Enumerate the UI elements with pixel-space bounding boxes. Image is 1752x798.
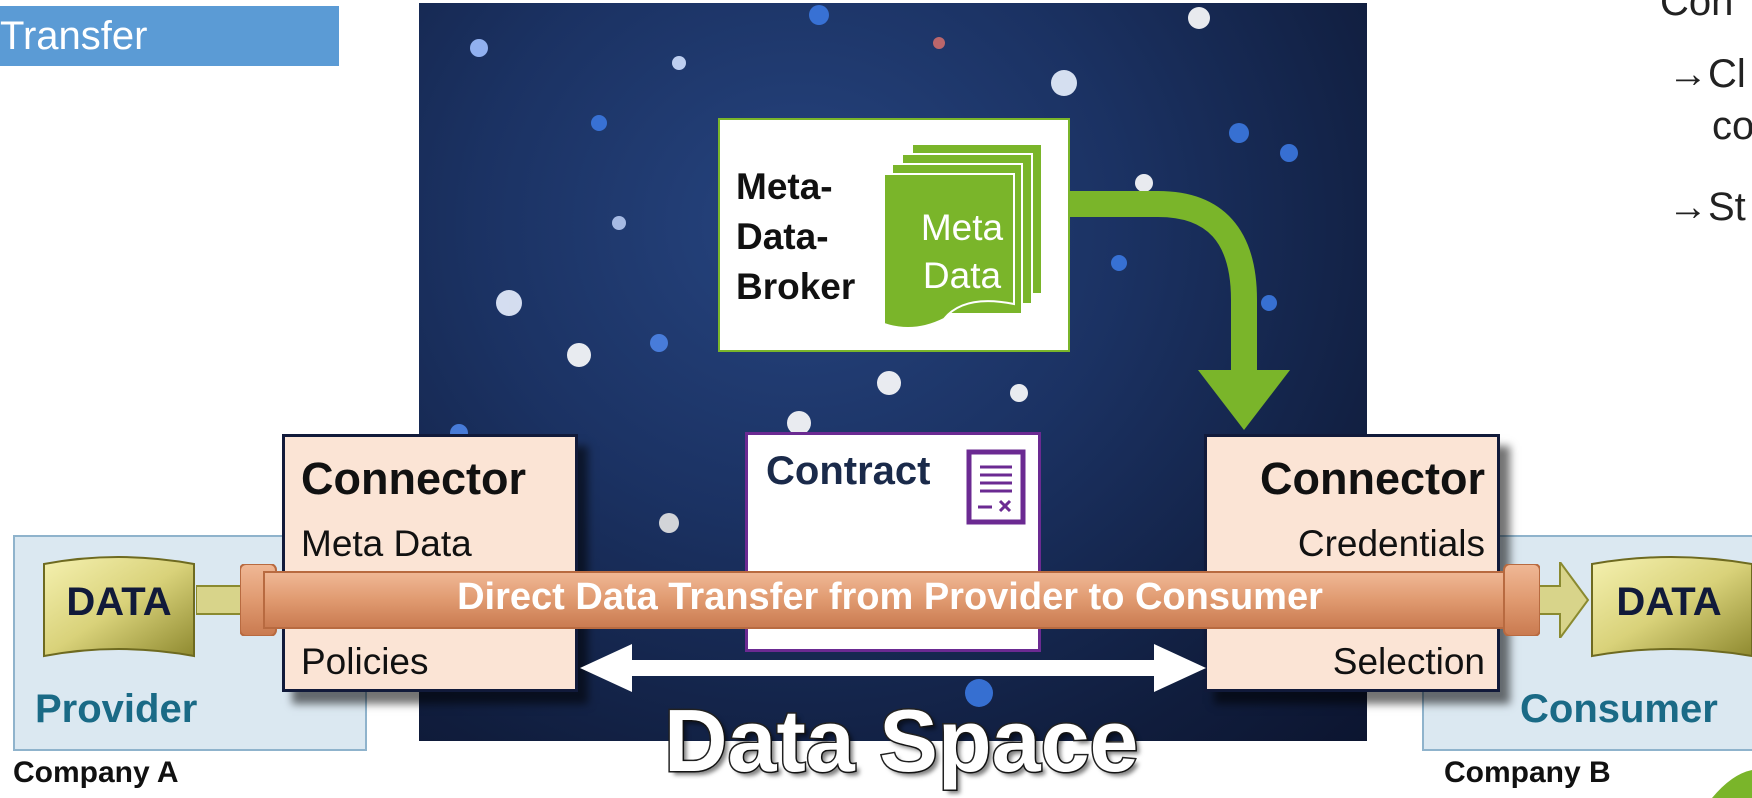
connector-left-line2: Policies: [301, 641, 429, 682]
data-space-title: Data Space: [662, 690, 1139, 792]
banner-scroll-shape: [240, 564, 1540, 636]
curved-arrow-icon: [1070, 191, 1290, 430]
connector-right-title: Connector: [1260, 453, 1485, 504]
document-stack-icon: [884, 144, 1043, 329]
section-tab-label: Transfer: [0, 14, 148, 58]
connector-right-line2: Selection: [1332, 641, 1485, 682]
section-tab: Transfer: [0, 6, 339, 66]
consumer-company: Company B: [1444, 756, 1611, 789]
data-left-label: DATA: [66, 580, 172, 624]
data-scroll-icon: [43, 556, 195, 658]
connector-left-title: Connector: [301, 453, 526, 504]
provider-title: Provider: [35, 687, 198, 731]
broker-doc-line2: Data: [922, 255, 1002, 296]
decorative-green-corner: [1712, 770, 1752, 798]
connector-left: Connector Meta Data Policies: [282, 434, 578, 692]
connector-right: Connector Credentials Selection: [1204, 434, 1500, 692]
direct-transfer-banner: Direct Data Transfer from Provider to Co…: [240, 564, 1540, 636]
side-bullet-1-cont: co: [1712, 104, 1752, 148]
double-arrow-icon: [580, 644, 1206, 692]
banner-text: Direct Data Transfer from Provider to Co…: [457, 576, 1323, 618]
data-scroll-icon-right: [1591, 556, 1752, 658]
connector-left-line1: Meta Data: [301, 523, 472, 564]
meta-data-broker: Meta- Data- Broker Meta Data: [718, 118, 1070, 352]
data-right-connector-arrow: [1536, 562, 1590, 638]
contract-label: Contract: [766, 449, 931, 493]
contract-icon: [966, 449, 1026, 525]
side-bullet-2: →St: [1668, 185, 1746, 229]
connector-right-line1: Credentials: [1297, 523, 1485, 564]
side-bullet-1: →Cl: [1668, 52, 1746, 96]
broker-label: Meta- Data- Broker: [736, 166, 856, 307]
provider-company: Company A: [13, 756, 179, 789]
side-heading: Con: [1660, 0, 1734, 24]
consumer-title: Consumer: [1520, 687, 1718, 731]
data-right-label: DATA: [1616, 580, 1722, 624]
broker-doc-line1: Meta: [920, 207, 1004, 248]
